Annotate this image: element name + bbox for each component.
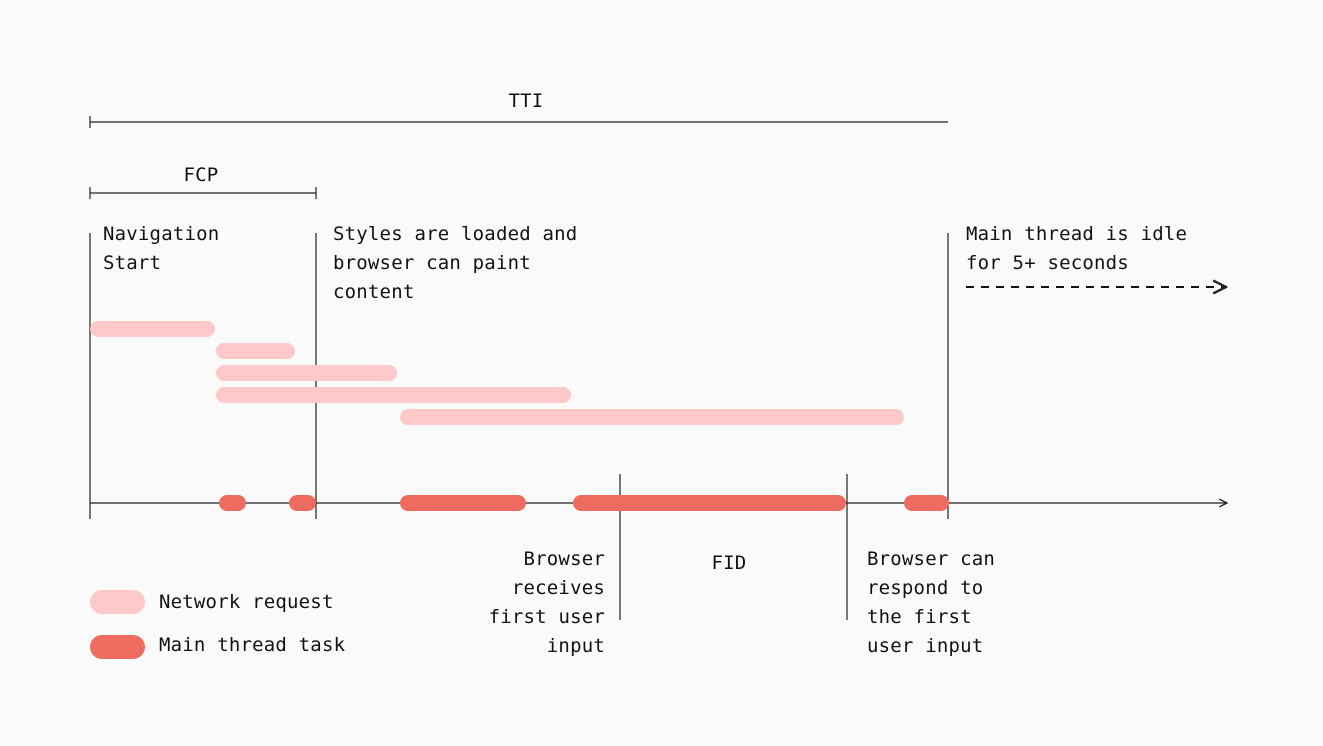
- main-thread-task-bar: [904, 495, 949, 511]
- tti-bracket: [89, 116, 948, 128]
- network-requests: [90, 321, 904, 425]
- fcp-bracket: [89, 187, 317, 199]
- navigation-start-label: Navigation Start: [103, 223, 220, 274]
- network-request-swatch: [90, 590, 145, 614]
- tti-label: TTI: [508, 90, 544, 112]
- browser-receives-input-label: Browser receives first user input: [488, 548, 605, 657]
- browser-can-respond-label: Browser can respond to the first user in…: [867, 548, 996, 657]
- main-thread-task-swatch: [90, 635, 145, 659]
- main-thread-task-bar: [573, 495, 846, 511]
- network-request-bar: [216, 387, 571, 403]
- styles-loaded-label: Styles are loaded and browser can paint …: [333, 223, 578, 303]
- network-request-bar: [90, 321, 215, 337]
- main-thread-task-bar: [400, 495, 526, 511]
- legend-main-thread-task-label: Main thread task: [159, 634, 346, 656]
- network-request-bar: [216, 343, 295, 359]
- legend-network-request-label: Network request: [159, 591, 334, 613]
- network-request-bar: [216, 365, 397, 381]
- main-thread-tasks: [219, 495, 949, 511]
- network-request-bar: [400, 409, 904, 425]
- main-thread-task-bar: [289, 495, 316, 511]
- main-thread-task-bar: [219, 495, 246, 511]
- fcp-label: FCP: [183, 164, 219, 186]
- fid-label: FID: [711, 552, 747, 574]
- main-thread-idle-label: Main thread is idle for 5+ seconds: [966, 223, 1188, 274]
